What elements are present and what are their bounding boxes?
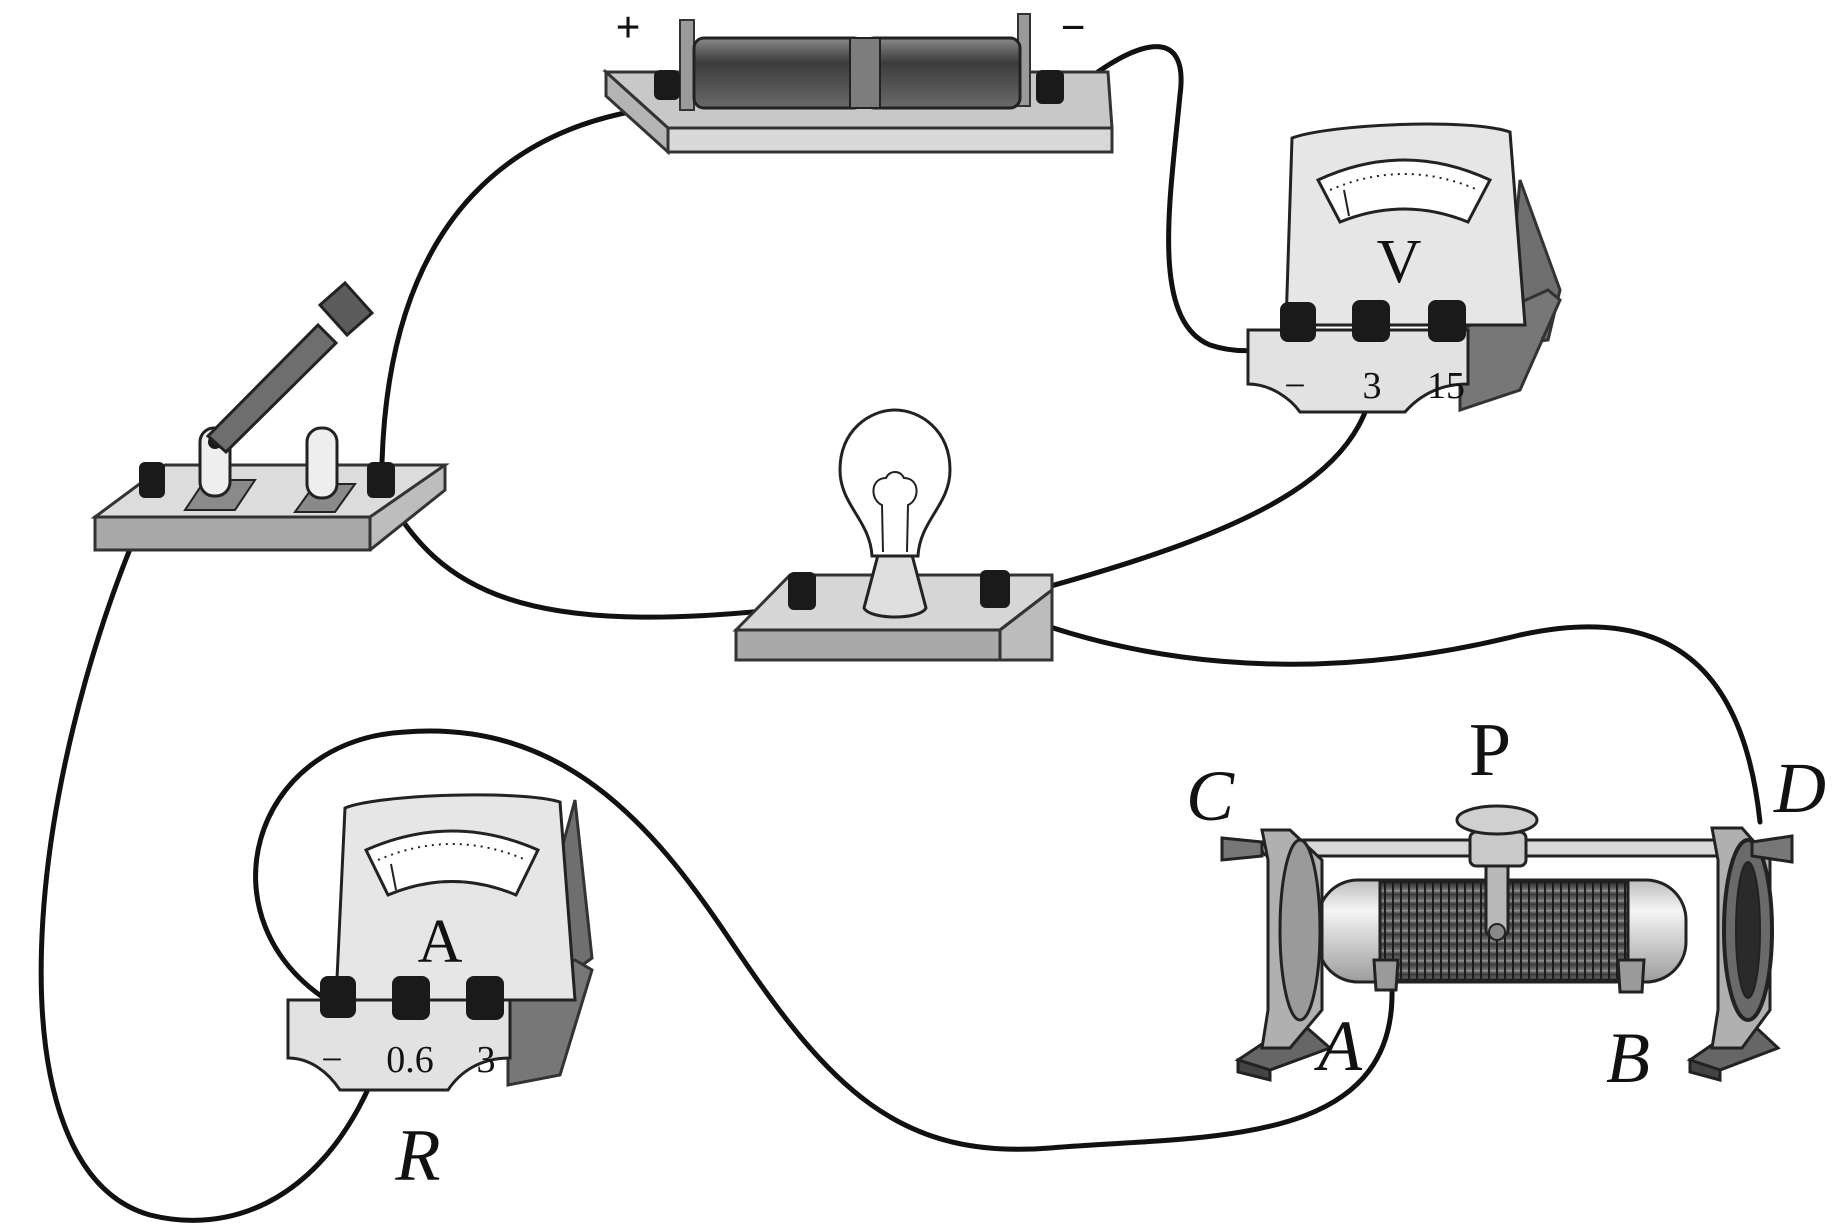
rheostat-terminal-a[interactable] bbox=[1372, 958, 1400, 992]
lamp[interactable] bbox=[732, 408, 1054, 662]
rheostat-label-p: P bbox=[1469, 708, 1511, 792]
ammeter-terminal-0-6[interactable] bbox=[392, 976, 430, 1020]
lamp-base bbox=[862, 553, 928, 619]
voltmeter-base bbox=[1246, 328, 1470, 414]
ammeter-label-minus: − bbox=[321, 1039, 342, 1081]
voltmeter-label-15: 15 bbox=[1427, 365, 1465, 407]
voltmeter-terminal-15[interactable] bbox=[1428, 300, 1466, 342]
battery-plus-label: + bbox=[615, 3, 640, 52]
battery-cell bbox=[692, 36, 866, 110]
lamp-filament bbox=[872, 471, 918, 553]
battery-minus-label: − bbox=[1060, 3, 1085, 52]
ammeter-label-0-6: 0.6 bbox=[386, 1039, 434, 1081]
lamp-bulb bbox=[838, 408, 952, 558]
voltmeter-terminal-3[interactable] bbox=[1352, 300, 1390, 342]
ammeter-symbol: A bbox=[418, 908, 463, 976]
ammeter-label-3: 3 bbox=[477, 1039, 496, 1081]
rheostat-label-d: D bbox=[1773, 748, 1826, 828]
wire-battery-minus-to-voltmeter bbox=[1057, 44, 1296, 354]
voltmeter[interactable]: V − 3 15 bbox=[1246, 122, 1562, 414]
switch-terminal-left[interactable] bbox=[139, 462, 165, 498]
voltmeter-terminal-minus[interactable] bbox=[1280, 302, 1316, 342]
rheostat-slider-knob[interactable] bbox=[1455, 804, 1539, 836]
switch-handle[interactable] bbox=[317, 280, 375, 338]
battery-minus-terminal[interactable] bbox=[1036, 70, 1064, 104]
voltmeter-symbol: V bbox=[1377, 228, 1422, 296]
rheostat-terminal-d[interactable] bbox=[1750, 834, 1794, 864]
ammeter[interactable]: A − 0.6 3 bbox=[286, 793, 594, 1092]
lamp-terminal-left[interactable] bbox=[788, 572, 816, 610]
label-r: R bbox=[394, 1115, 440, 1197]
ammeter-terminal-3[interactable] bbox=[466, 976, 504, 1020]
voltmeter-label-minus: − bbox=[1284, 365, 1305, 407]
rheostat-label-c: C bbox=[1186, 756, 1235, 836]
battery[interactable]: + − bbox=[602, 3, 1114, 156]
voltmeter-label-3: 3 bbox=[1363, 365, 1382, 407]
rheostat[interactable]: P C D A B bbox=[1186, 708, 1826, 1098]
knife-switch[interactable] bbox=[90, 280, 450, 552]
wire-ammeter-minus-to-rheostat-a bbox=[253, 728, 1395, 1152]
battery-plus-terminal[interactable] bbox=[654, 70, 680, 100]
voltmeter-scale bbox=[1315, 158, 1493, 224]
rheostat-label-a: A bbox=[1314, 1006, 1363, 1086]
lamp-terminal-right[interactable] bbox=[980, 570, 1010, 608]
rheostat-terminal-b[interactable] bbox=[1616, 958, 1646, 994]
rheostat-terminal-c[interactable] bbox=[1220, 836, 1264, 862]
ammeter-scale bbox=[363, 829, 541, 897]
wire-lamp-to-rheostat-d bbox=[989, 602, 1763, 825]
wire-battery-plus-to-switch bbox=[379, 103, 675, 465]
battery-cell bbox=[862, 36, 1022, 110]
voltmeter-needle bbox=[1343, 189, 1350, 217]
ammeter-needle bbox=[390, 863, 397, 891]
switch-blade[interactable] bbox=[205, 322, 339, 455]
ammeter-terminal-minus[interactable] bbox=[320, 976, 356, 1018]
ammeter-base bbox=[286, 998, 512, 1092]
wire-switch-to-lamp bbox=[382, 490, 803, 620]
rheostat-label-b: B bbox=[1606, 1018, 1650, 1098]
rheostat-slider-block[interactable] bbox=[1468, 830, 1528, 868]
wire-switch-to-ammeter-r bbox=[38, 494, 403, 1223]
switch-terminal-right[interactable] bbox=[367, 462, 395, 498]
switch-contact-post bbox=[305, 426, 339, 500]
